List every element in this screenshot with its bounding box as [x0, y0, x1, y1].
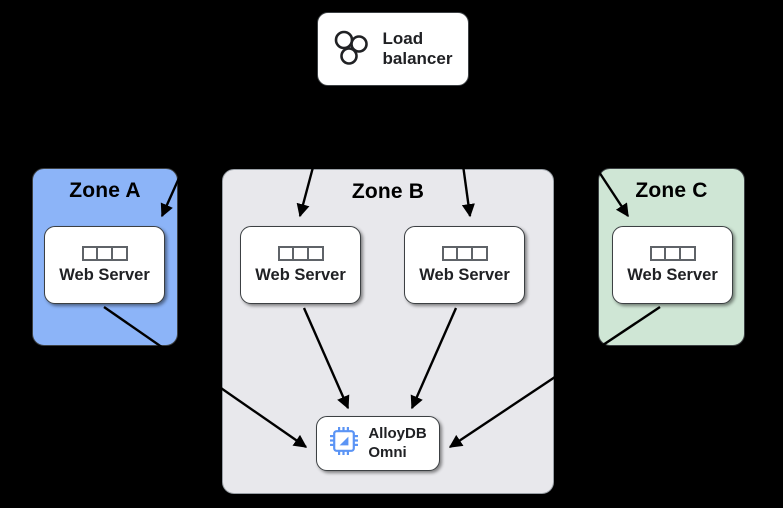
server-rack-icon	[277, 246, 324, 262]
web-server-label: Web Server	[419, 266, 510, 285]
load-balancer-label-line2: balancer	[382, 49, 453, 68]
web-server-node-zone-b-2[interactable]: Web Server	[404, 226, 525, 304]
three-circles-icon	[332, 27, 372, 72]
load-balancer-label: Load balancer	[383, 29, 453, 70]
alloydb-omni-node[interactable]: AlloyDB Omni	[316, 416, 440, 471]
alloydb-omni-label: AlloyDB Omni	[368, 425, 426, 462]
cpu-chip-icon	[329, 426, 359, 461]
web-server-node-zone-a[interactable]: Web Server	[44, 226, 165, 304]
zone-a-title: Zone A	[69, 179, 141, 202]
alloydb-omni-label-line2: Omni	[368, 443, 407, 461]
web-server-label: Web Server	[59, 266, 150, 285]
load-balancer-node[interactable]: Load balancer	[317, 12, 469, 86]
server-rack-icon	[81, 246, 128, 262]
web-server-label: Web Server	[627, 266, 718, 285]
web-server-node-zone-c[interactable]: Web Server	[612, 226, 733, 304]
web-server-label: Web Server	[255, 266, 346, 285]
zone-c-title: Zone C	[635, 179, 708, 202]
server-rack-icon	[649, 246, 696, 262]
load-balancer-label-line1: Load	[382, 28, 424, 48]
server-rack-icon	[441, 246, 488, 262]
web-server-node-zone-b-1[interactable]: Web Server	[240, 226, 361, 304]
alloydb-omni-label-line1: AlloyDB	[368, 425, 427, 443]
zone-b-title: Zone B	[351, 180, 425, 203]
